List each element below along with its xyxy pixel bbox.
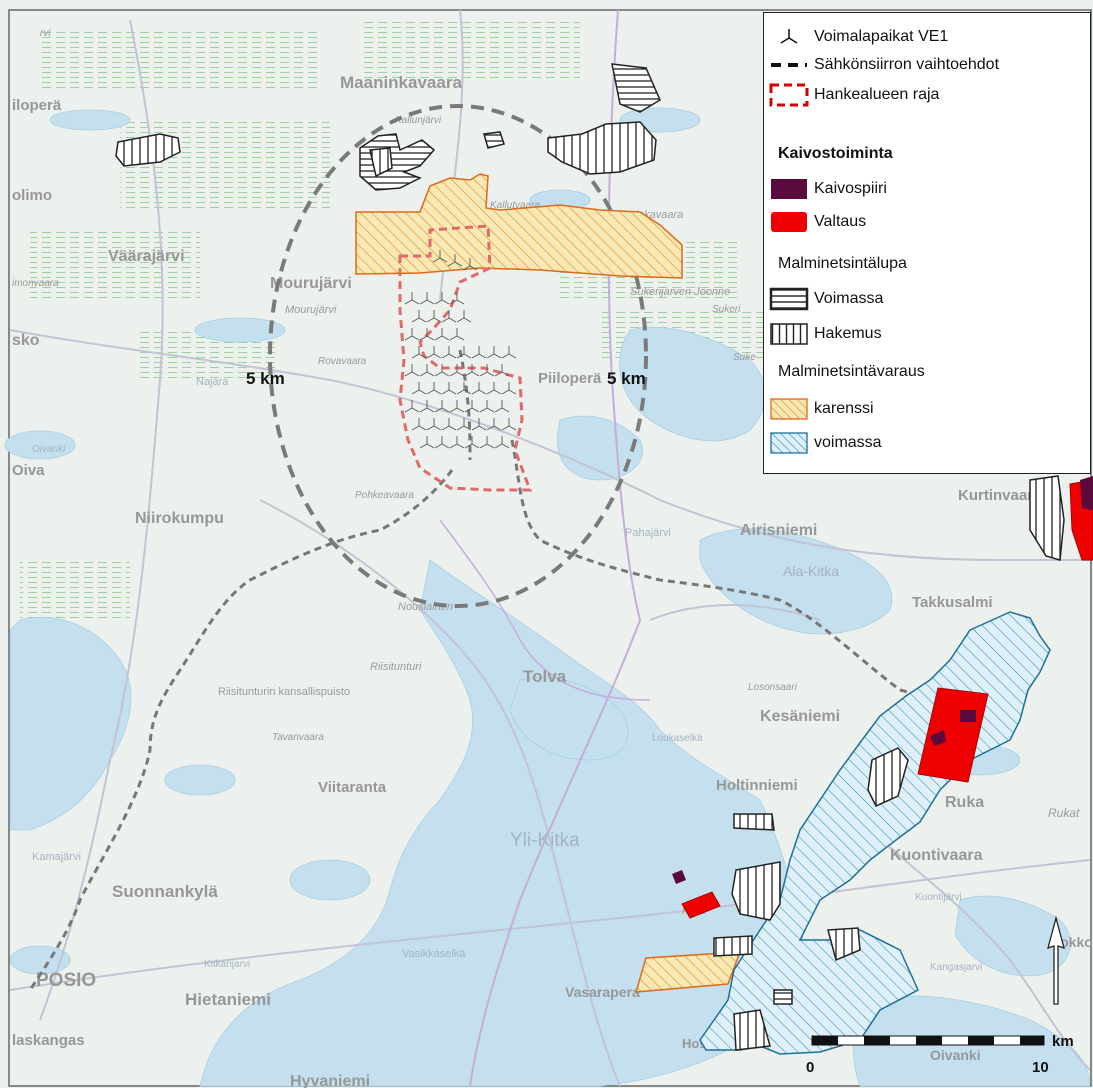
place-laskangas: laskangas bbox=[12, 1032, 85, 1049]
malmi-lupa-polygons bbox=[115, 63, 1065, 1051]
place-kallutvaara: Kallutvaara bbox=[490, 200, 540, 211]
legend-row-kaivospiiri: Kaivospiiri bbox=[764, 175, 887, 203]
place-labels: Maaninkavaara Kallunjärvi Kallutvaara Ma… bbox=[12, 28, 1093, 1088]
lupa-hakemus-swatch bbox=[764, 321, 814, 347]
legend-label-varaus-voimassa: voimassa bbox=[814, 434, 882, 451]
scale-ten: 10 bbox=[1032, 1059, 1049, 1076]
place-tavanvaara: Tavanvaara bbox=[272, 732, 324, 743]
place-imonvaara: imonvaara bbox=[12, 278, 59, 289]
kaivospiiri-swatch bbox=[764, 176, 814, 202]
buffer-label-left: 5 km bbox=[246, 369, 285, 388]
place-loukaselka: Loukaselkä bbox=[652, 733, 703, 744]
place-najara: Najara bbox=[196, 376, 229, 388]
valtaus-swatch bbox=[764, 209, 814, 235]
place-holtinniemi: Holtinniemi bbox=[716, 777, 798, 794]
place-sukerijarven: Sukerijarven Joonne bbox=[630, 286, 730, 298]
buffer-label-right: 5 km bbox=[607, 369, 646, 388]
place-viitaranta: Viitaranta bbox=[318, 779, 387, 796]
karenssi-area-north bbox=[355, 173, 683, 279]
place-hyvaniemi: Hyvaniemi bbox=[290, 1073, 370, 1088]
place-vaarajarvi: Väärajärvi bbox=[108, 248, 185, 265]
legend-row-boundary: Hankealueen raja bbox=[764, 81, 939, 109]
place-pohkeavaara: Pohkeavaara bbox=[355, 490, 414, 501]
place-posio: POSIO bbox=[36, 970, 96, 991]
place-hietaniemi: Hietaniemi bbox=[185, 990, 271, 1009]
place-olimo: olimo bbox=[12, 187, 52, 204]
place-kallunjarvi: Kallunjärvi bbox=[395, 115, 442, 126]
scale-unit: km bbox=[1052, 1033, 1074, 1050]
buffer-5km bbox=[268, 104, 648, 608]
lakes bbox=[4, 107, 1091, 1087]
legend-row-karenssi: karenssi bbox=[764, 395, 874, 423]
kaivospiiri-areas bbox=[672, 476, 1093, 884]
place-rukatunturi: Rukat bbox=[1048, 806, 1080, 820]
place-kamajarvi: Kamajärvi bbox=[32, 851, 81, 863]
power-line-alternatives bbox=[28, 349, 1011, 991]
legend-heading-kaivos: Kaivostoiminta bbox=[778, 145, 893, 162]
legend-row-valtaus: Valtaus bbox=[764, 208, 866, 236]
place-yli-kitka: Yli-Kitka bbox=[510, 830, 580, 851]
varaus-voimassa-swatch bbox=[764, 430, 814, 456]
lupa-voimassa-swatch bbox=[764, 286, 814, 312]
legend-label-kaivospiiri: Kaivospiiri bbox=[814, 180, 887, 197]
legend-heading-malmi-lupa: Malminetsintälupa bbox=[778, 255, 907, 272]
north-arrow-icon bbox=[1047, 915, 1065, 1005]
legend-label-powerline: Sähkönsiirron vaihtoehdot bbox=[814, 56, 1000, 73]
legend-row-turbine: Voimalapaikat VE1 bbox=[764, 23, 948, 51]
place-pahajarvi: Pahajärvi bbox=[625, 527, 671, 539]
place-kuontivaara: Kuontivaara bbox=[890, 847, 983, 864]
place-kitkanjarvi: Kitkanjarvi bbox=[204, 959, 250, 970]
place-maaninkavaara: Maaninkavaara bbox=[340, 73, 462, 92]
project-boundary-icon bbox=[764, 82, 814, 108]
legend-row-lupa-voimassa: Voimassa bbox=[764, 285, 883, 313]
place-suonnankyla: Suonnankylä bbox=[112, 882, 218, 901]
place-rvi: rvi bbox=[40, 28, 51, 39]
place-ala-kitka: Ala-Kitka bbox=[783, 563, 839, 579]
place-takkusalmi: Takkusalmi bbox=[912, 594, 993, 611]
place-vasikkaselka: Vasikkaselkä bbox=[402, 948, 466, 960]
karenssi-area-south bbox=[634, 951, 742, 993]
place-suke: Suke bbox=[733, 352, 756, 363]
legend-label-karenssi: karenssi bbox=[814, 400, 874, 417]
place-ruka: Ruka bbox=[945, 794, 984, 811]
map-legend: Voimalapaikat VE1 Sähkönsiirron vaihtoeh… bbox=[763, 12, 1091, 474]
place-sukeri: Sukeri bbox=[712, 304, 741, 315]
place-losonsaari: Losonsaari bbox=[748, 682, 798, 693]
legend-label-lupa-hakemus: Hakemus bbox=[814, 325, 882, 342]
legend-row-varaus-voimassa: voimassa bbox=[764, 429, 882, 457]
legend-label-turbine: Voimalapaikat VE1 bbox=[814, 28, 949, 45]
turbine-icon bbox=[764, 24, 814, 50]
place-mourujarvi: Mourujärvi bbox=[270, 275, 352, 292]
legend-label-valtaus: Valtaus bbox=[814, 213, 867, 230]
place-kesaniemi: Kesäniemi bbox=[760, 708, 840, 725]
place-kurtinvaara: Kurtinvaara bbox=[958, 487, 1042, 504]
place-riisitunturi: Riisitunturi bbox=[370, 661, 422, 673]
place-tolva: Tolva bbox=[523, 667, 567, 686]
legend-label-lupa-voimassa: Voimassa bbox=[814, 290, 884, 307]
legend-row-lupa-hakemus: Hakemus bbox=[764, 320, 882, 348]
dashed-line-icon bbox=[764, 52, 814, 78]
legend-heading-malmi-varaus: Malminetsintävaraus bbox=[778, 363, 925, 380]
place-airisniemi: Airisniemi bbox=[740, 522, 817, 539]
legend-label-boundary: Hankealueen raja bbox=[814, 86, 940, 103]
place-iloopera: iloperä bbox=[12, 97, 62, 114]
municipal-boundary-2 bbox=[439, 519, 651, 701]
place-vasarapera: Vasarapera bbox=[565, 984, 640, 1000]
place-oiva: Oiva bbox=[12, 462, 45, 479]
place-niirokumpu: Niirokumpu bbox=[135, 510, 224, 527]
place-riisitunturin-kp: Riisitunturin kansallispuisto bbox=[218, 686, 350, 698]
place-kuontijarvi: Kuontijärvi bbox=[915, 892, 962, 903]
place-piilopera: Piiloperä bbox=[538, 370, 602, 387]
legend-row-powerline: Sähkönsiirron vaihtoehdot bbox=[764, 51, 999, 79]
place-oivanki: Oivanki bbox=[930, 1047, 981, 1063]
place-kangasjarvi: Kangasjarvi bbox=[930, 962, 982, 973]
place-oivanki-small: Oivanki bbox=[32, 444, 66, 455]
project-boundary bbox=[398, 224, 533, 492]
place-mourujarvi-small: Mourujärvi bbox=[285, 304, 337, 316]
place-sko: sko bbox=[12, 332, 40, 349]
scale-zero: 0 bbox=[806, 1059, 814, 1076]
scale-bar: 0 10 km bbox=[806, 1033, 1074, 1076]
place-rovavaara: Rovavaara bbox=[318, 356, 367, 367]
karenssi-swatch bbox=[764, 396, 814, 422]
